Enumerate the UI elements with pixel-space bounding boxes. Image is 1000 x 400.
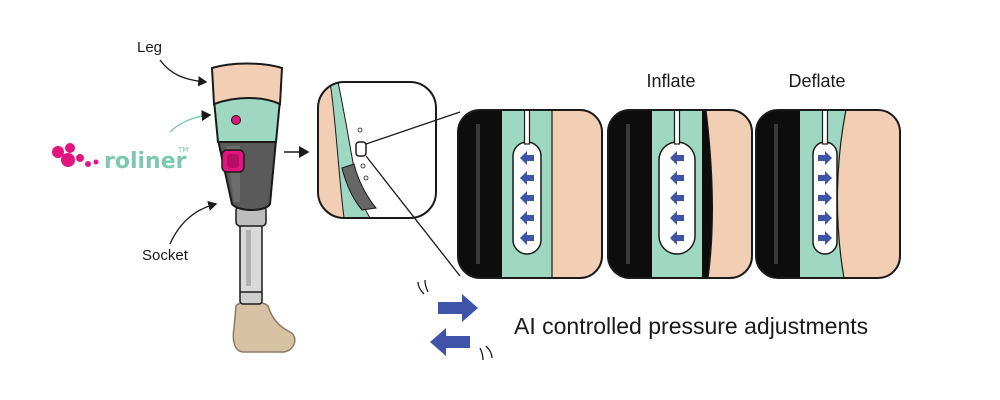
zoom-line-top bbox=[365, 111, 461, 145]
pressure-arrow-icon bbox=[520, 171, 534, 185]
zoom-detail bbox=[317, 81, 437, 219]
pressure-arrow-icon bbox=[670, 231, 684, 245]
socket-arrow bbox=[169, 200, 218, 245]
pressure-arrow-icon bbox=[520, 211, 534, 225]
pressure-arrow-icon bbox=[818, 191, 832, 205]
prosthetic-foot bbox=[232, 300, 296, 353]
zoom-line-bottom bbox=[365, 155, 461, 277]
pressure-arrow-icon bbox=[670, 151, 684, 165]
pressure-arrow-icon bbox=[520, 191, 534, 205]
pressure-arrow-icon bbox=[818, 231, 832, 245]
roliner-logo: roliner TM bbox=[52, 143, 188, 174]
deflate-label: Deflate bbox=[788, 71, 845, 91]
pressure-arrow-icon bbox=[818, 171, 832, 185]
leg-label: Leg bbox=[137, 39, 162, 56]
panel-deflate bbox=[756, 110, 900, 278]
sensor-dot bbox=[231, 115, 241, 125]
pressure-arrow-icon bbox=[520, 151, 534, 165]
inflate-label: Inflate bbox=[646, 71, 695, 91]
caption: AI controlled pressure adjustments bbox=[514, 313, 868, 339]
socket-label: Socket bbox=[142, 247, 189, 264]
cycle-arrows-icon bbox=[417, 279, 493, 361]
pressure-panels bbox=[457, 109, 901, 279]
brand-arrow bbox=[169, 110, 212, 133]
pressure-arrow-icon bbox=[670, 191, 684, 205]
panel-frame bbox=[607, 109, 753, 279]
pressure-arrow-icon bbox=[670, 211, 684, 225]
panel-frame bbox=[755, 109, 901, 279]
pressure-arrow-icon bbox=[818, 211, 832, 225]
pressure-arrow-icon bbox=[520, 231, 534, 245]
panel-normal bbox=[458, 110, 602, 278]
pressure-arrow-icon bbox=[818, 151, 832, 165]
panel-frame bbox=[457, 109, 603, 279]
brand-name: roliner bbox=[104, 149, 187, 174]
residual-limb bbox=[210, 62, 284, 106]
prosthetic-leg bbox=[210, 62, 296, 353]
leg-arrow bbox=[159, 59, 208, 87]
brand-trademark: TM bbox=[177, 146, 188, 154]
panel-inflate bbox=[608, 110, 752, 278]
pressure-arrow-icon bbox=[670, 171, 684, 185]
